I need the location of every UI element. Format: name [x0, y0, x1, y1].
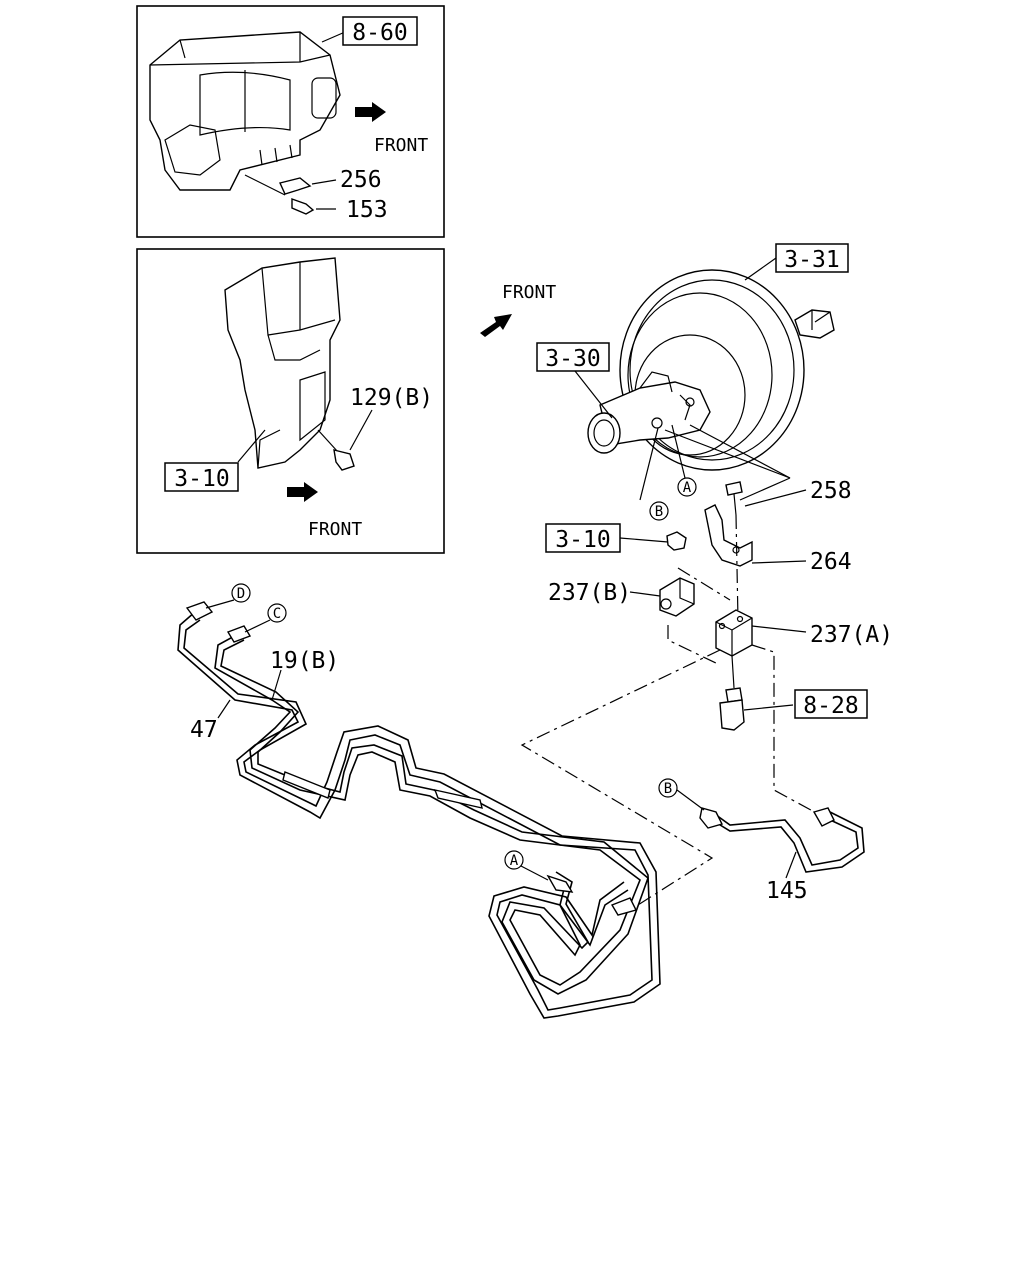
- inset-duct-frame: [136, 248, 445, 554]
- mount-line-2: [689, 424, 791, 479]
- ref-box-3-30: [536, 342, 610, 372]
- label-153: 153: [346, 197, 388, 223]
- leader-47: [217, 699, 231, 719]
- front-label-3: FRONT: [502, 282, 556, 303]
- leader-8-28: [743, 704, 794, 711]
- leader-237b: [629, 591, 661, 597]
- leader-3-10-inset: [237, 429, 266, 463]
- label-129b: 129(B): [350, 385, 433, 411]
- master-cylinder-drawing: [587, 371, 711, 454]
- leader-3-30: [574, 370, 613, 419]
- assembly-line-237b-block: [667, 625, 721, 666]
- pipe-145-fitting-right: [812, 807, 835, 827]
- bolt-129b-drawing: [317, 429, 355, 471]
- pipe-fitting-d: [185, 601, 214, 621]
- brake-booster-drawing: [619, 269, 835, 471]
- connector-b2: B: [664, 781, 672, 797]
- bracket-256-drawing: [279, 177, 312, 195]
- front-label-2: FRONT: [308, 519, 362, 540]
- leader-8-60: [321, 31, 346, 43]
- duct-drawing: [224, 257, 341, 469]
- front-arrow-icon: [480, 314, 512, 337]
- screw-153-drawing: [291, 198, 315, 215]
- leader-3-31: [744, 257, 777, 281]
- assembly-line-pipe-a: [520, 649, 721, 906]
- heater-unit-drawing: [149, 31, 341, 196]
- pipe-fitting-end: [610, 897, 638, 916]
- label-19b: 19(B): [270, 648, 339, 674]
- label-8-60: 8-60: [352, 20, 407, 46]
- ref-box-8-60: [342, 16, 418, 46]
- leader-264: [751, 560, 807, 564]
- label-264: 264: [810, 549, 852, 575]
- label-237b: 237(B): [548, 580, 631, 606]
- leader-3-10-main: [619, 537, 669, 543]
- leader-145: [785, 851, 797, 879]
- inset-heater-frame: [136, 5, 445, 238]
- connector-a1: A: [683, 480, 692, 496]
- leader-conn-a2: [520, 865, 549, 881]
- assembly-line-237b: [677, 567, 731, 601]
- pipe-fitting-c: [226, 625, 252, 643]
- label-258: 258: [810, 478, 852, 504]
- label-3-31: 3-31: [784, 247, 839, 273]
- connector-c: C: [273, 606, 281, 622]
- bracket-264-drawing: [704, 504, 753, 567]
- assembly-line-vertical: [735, 514, 739, 621]
- nut-drawing: [666, 531, 687, 551]
- label-145: 145: [766, 878, 808, 904]
- leader-129b: [349, 409, 373, 451]
- connector-a2: A: [510, 853, 519, 869]
- leader-256: [311, 179, 337, 185]
- connector-b1: B: [655, 504, 663, 520]
- connector-c-marker: [267, 603, 287, 623]
- connector-a1-marker: [677, 477, 697, 497]
- label-256: 256: [340, 167, 382, 193]
- assembly-line-pipe-145: [751, 644, 821, 816]
- connector-d-marker: [231, 583, 251, 603]
- connector-a2-marker: [504, 850, 524, 870]
- block-237a-drawing: [715, 609, 753, 657]
- ref-box-3-10-inset: [164, 462, 239, 492]
- label-47: 47: [190, 717, 218, 743]
- front-arrow-icon: [355, 102, 386, 122]
- inset-duct-bracket: 129(B) 3-10 FRONT: [136, 248, 445, 554]
- label-3-30: 3-30: [545, 346, 600, 372]
- leader-conn-b2: [676, 789, 705, 811]
- bolt-258-drawing: [725, 481, 743, 516]
- inset-heater-unit: 8-60 256 153 FRONT: [136, 5, 445, 238]
- main-brake-assembly: FRONT 3-30 3-31 A B: [480, 243, 893, 906]
- ref-box-3-10-main: [545, 523, 621, 553]
- pipe-fitting-a: [546, 874, 574, 893]
- pipe-145: B 145: [658, 778, 865, 904]
- mount-line-1: [664, 429, 791, 479]
- union-237b-drawing: [659, 577, 695, 617]
- label-237a: 237(A): [810, 622, 893, 648]
- front-label-1: FRONT: [374, 135, 428, 156]
- label-3-10-main: 3-10: [555, 527, 610, 553]
- leader-19b: [271, 669, 282, 701]
- pipe-47-and-19b: D C A 19(B) 47: [177, 583, 661, 1019]
- leader-conn-c: [244, 619, 271, 633]
- ref-box-8-28: [794, 689, 868, 719]
- connector-d: D: [237, 586, 245, 602]
- leader-conn-b1: [639, 427, 659, 501]
- front-arrow-icon: [287, 482, 318, 502]
- ref-box-3-31: [775, 243, 849, 273]
- leader-conn-d: [205, 599, 235, 609]
- connector-b1-marker: [649, 501, 669, 521]
- pipe-145-fitting-left: [699, 807, 724, 829]
- label-8-28: 8-28: [803, 693, 858, 719]
- leader-237a: [751, 625, 807, 633]
- sensor-8-28-drawing: [719, 655, 745, 731]
- leader-258: [744, 489, 807, 507]
- mount-line-3: [739, 477, 791, 501]
- connector-b2-marker: [658, 778, 678, 798]
- label-3-10-inset: 3-10: [174, 466, 229, 492]
